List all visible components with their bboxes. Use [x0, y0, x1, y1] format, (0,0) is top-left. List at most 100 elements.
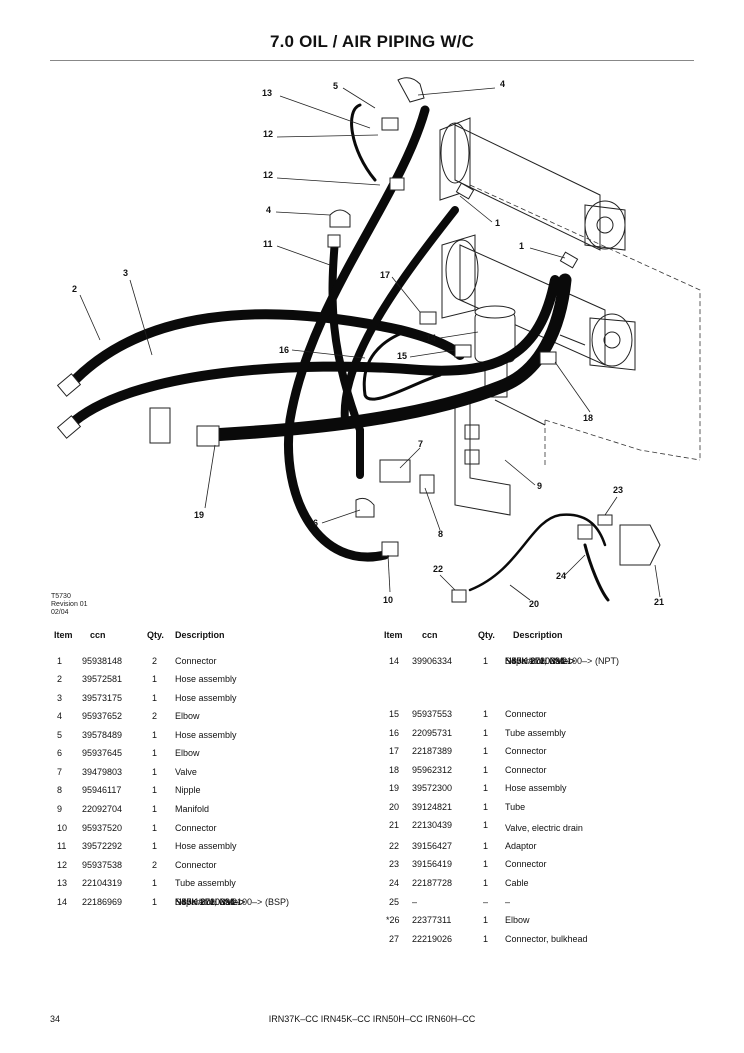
cell-ccn: 39572292 [82, 841, 123, 851]
callout-17: 17 [380, 270, 390, 280]
callout-20: 20 [529, 599, 539, 609]
callout-5: 5 [333, 81, 338, 91]
header-item: Item [54, 630, 73, 640]
cell-description: Tube assembly [505, 728, 566, 738]
cell-description: Hose assembly [175, 674, 237, 684]
callout-numbers: 13 5 4 12 12 1 4 1 11 17 3 2 14 16 15 18… [72, 79, 664, 609]
cell-description: Tube [505, 802, 526, 812]
cell-ccn: 39156427 [412, 841, 453, 851]
cell-item: 21 [389, 820, 400, 830]
cell-qty: 1 [483, 783, 489, 793]
frame-outline [469, 184, 701, 465]
cell-item: 1 [57, 656, 63, 666]
cell-item: 10 [57, 823, 68, 833]
description-main: Separator, water [175, 897, 242, 907]
cell-qty: 2 [152, 860, 158, 870]
cell-description: Hose assembly [175, 730, 237, 740]
cell-ccn: 39906334 [412, 656, 453, 666]
cell-item: 20 [389, 802, 400, 812]
callout-11: 11 [263, 239, 273, 249]
cell-item: 13 [57, 878, 68, 888]
cell-qty: 1 [152, 748, 158, 758]
cell-item: 14 [389, 656, 400, 666]
cell-ccn: 39572300 [412, 783, 453, 793]
cell-item: 16 [389, 728, 400, 738]
cell-description: – [505, 897, 511, 907]
cell-qty: 1 [483, 915, 489, 925]
callout-14: 14 [426, 333, 436, 343]
callout-19: 19 [194, 510, 204, 520]
cell-description: Connector [505, 859, 547, 869]
cell-item: 19 [389, 783, 400, 793]
cell-ccn: 95937553 [412, 709, 453, 719]
cell-item: 17 [389, 746, 400, 756]
cell-description: Valve [175, 767, 197, 777]
description-serial: N37K 2710391–> [175, 897, 246, 907]
hose-3 [65, 275, 560, 430]
cell-item: 5 [57, 730, 63, 740]
cell-item: 15 [389, 709, 400, 719]
callout-13: 13 [262, 88, 272, 98]
cell-description: Nipple [175, 785, 201, 795]
cell-thread-note: (NPT) [595, 656, 619, 666]
cell-description: Cable [505, 878, 529, 888]
callout-22: 22 [433, 564, 443, 574]
tube-16 [362, 328, 442, 401]
cell-ccn: 39479803 [82, 767, 123, 777]
cell-ccn: 39156419 [412, 859, 453, 869]
callout-12: 12 [263, 129, 273, 139]
cell-item: 3 [57, 693, 63, 703]
fittings [56, 77, 661, 603]
cell-qty: 1 [152, 674, 158, 684]
tube-20 [468, 513, 607, 592]
cell-ccn: 22219026 [412, 934, 453, 944]
cell-ccn: 95962312 [412, 765, 453, 775]
cell-item: 4 [57, 711, 63, 721]
cell-qty: 1 [483, 878, 489, 888]
cell-item: 25 [389, 897, 400, 907]
cell-ccn: 22187389 [412, 746, 453, 756]
callout-21: 21 [654, 597, 664, 607]
cell-ccn: 22377311 [412, 915, 452, 925]
cell-description: Connector [175, 823, 217, 833]
header-item: Item [384, 630, 403, 640]
cell-ccn: 22095731 [412, 728, 453, 738]
cell-qty: 1 [483, 656, 489, 666]
cell-ccn: 39572581 [82, 674, 123, 684]
callout-10: 10 [383, 595, 393, 605]
cell-qty: 1 [152, 897, 158, 907]
header-qty: Qty. [478, 630, 495, 640]
drawing-revision: Revision 01 [51, 601, 88, 608]
cell-description: Connector [505, 765, 547, 775]
callout-9: 9 [537, 481, 542, 491]
cell-qty: 1 [483, 709, 489, 719]
cell-ccn: 22092704 [82, 804, 123, 814]
cell-ccn: – [412, 897, 418, 907]
header-qty: Qty. [147, 630, 164, 640]
cell-description: Elbow [175, 748, 200, 758]
drawing-number: T5730 [51, 593, 71, 600]
cell-qty: 1 [483, 746, 489, 756]
cell-description: Tube assembly [175, 878, 236, 888]
cell-ccn: 95937538 [82, 860, 123, 870]
cell-ccn: 22130439 [412, 820, 453, 830]
cell-item: 7 [57, 767, 63, 777]
drawing-reference: T5730 Revision 01 02/04 [51, 593, 88, 617]
model-list: IRN37K–CC IRN45K–CC IRN50H–CC IRN60H–CC [268, 1014, 476, 1024]
cell-qty: 1 [483, 841, 489, 851]
header-description: Description [513, 630, 563, 640]
hose-5 [284, 105, 430, 562]
cell-description: Elbow [505, 915, 530, 925]
callout-8: 8 [438, 529, 443, 539]
cell-item: 23 [389, 859, 400, 869]
cell-description: Manifold [175, 804, 210, 814]
cell-item: 9 [57, 804, 63, 814]
cell-ccn: 39573175 [82, 693, 123, 703]
header-description: Description [175, 630, 225, 640]
header-ccn: ccn [422, 630, 438, 640]
cell-ccn: 95937652 [82, 711, 123, 721]
hose-1 [340, 206, 459, 424]
cell-qty: 2 [152, 711, 158, 721]
callout-1b: 1 [519, 241, 524, 251]
